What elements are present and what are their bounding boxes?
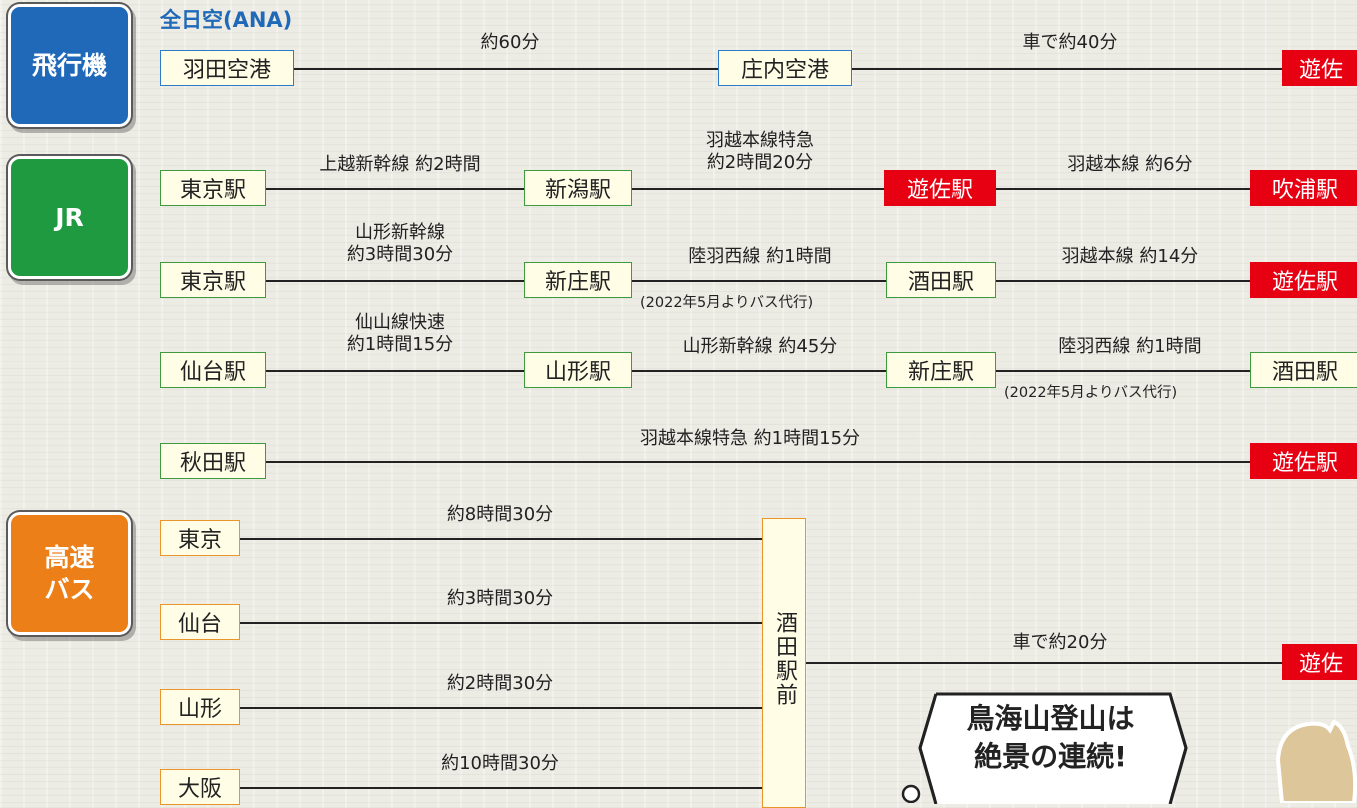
bubble-text: 鳥海山登山は 絶景の連続! [966,702,1135,773]
route-line [266,188,524,190]
time-label: 山形新幹線 約3時間30分 [346,222,454,265]
station-shinjo: 新庄駅 [524,262,632,298]
time-label: 羽越本線 約14分 [1061,246,1199,267]
category-bus: 高速 バス [8,512,131,635]
bus-origin-sendai: 仙台 [160,604,240,640]
station-shonai-airport: 庄内空港 [718,50,852,86]
route-line [266,370,524,372]
route-line [996,370,1250,372]
bubble-tail-dot [901,784,921,803]
category-plane: 飛行機 [8,4,131,127]
destination-yuza: 遊佐 [1282,644,1357,680]
destination-yuza-station: 遊佐駅 [1250,262,1357,298]
route-line [240,787,762,789]
time-label: 羽越本線 約6分 [1067,154,1193,175]
category-jr: JR [8,156,131,279]
bus-origin-tokyo: 東京 [160,520,240,556]
time-label: 約2時間30分 [446,673,554,694]
bus-substitute-note: (2022年5月よりバス代行) [640,295,814,311]
time-label: 仙山線快速 約1時間15分 [346,312,454,355]
station-tokyo: 東京駅 [160,262,266,298]
time-label: 約60分 [480,32,540,53]
station-tokyo: 東京駅 [160,170,266,206]
time-label: 羽越本線特急 約1時間15分 [639,428,861,449]
station-akita: 秋田駅 [160,443,266,479]
station-sakata: 酒田駅 [1250,352,1357,388]
route-line [266,280,524,282]
route-line [266,461,1250,463]
route-line [632,280,886,282]
destination-yuza: 遊佐 [1282,50,1357,86]
time-label: 約10時間30分 [441,753,559,774]
speech-bubble [918,692,1188,804]
station-sakata: 酒田駅 [886,262,996,298]
route-line [294,68,718,70]
carrier-label: 全日空(ANA) [160,8,293,32]
time-label: 山形新幹線 約45分 [682,336,838,357]
time-label: 上越新幹線 約2時間 [319,154,481,175]
station-yuza: 遊佐駅 [884,170,996,206]
route-line [806,662,1282,664]
bus-origin-osaka: 大阪 [160,769,240,805]
route-line [852,68,1282,70]
time-label: 約8時間30分 [446,504,554,525]
time-label: 車で約20分 [1012,632,1108,653]
bus-substitute-note: (2022年5月よりバス代行) [1004,385,1178,401]
time-label: 約3時間30分 [446,588,554,609]
bus-hub-sakata-ekimae: 酒田駅前 [762,518,806,808]
route-line [632,370,886,372]
time-label: 陸羽西線 約1時間 [688,246,832,267]
station-shinjo: 新庄駅 [886,352,996,388]
station-haneda: 羽田空港 [160,50,294,86]
time-label: 陸羽西線 約1時間 [1058,336,1202,357]
time-label: 羽越本線特急 約2時間20分 [706,130,814,173]
route-line [996,188,1250,190]
station-yamagata: 山形駅 [524,352,632,388]
route-line [240,707,762,709]
route-line [632,188,884,190]
destination-yuza-station: 遊佐駅 [1250,443,1357,479]
station-sendai: 仙台駅 [160,352,266,388]
bus-origin-yamagata: 山形 [160,689,240,725]
station-niigata: 新潟駅 [524,170,632,206]
route-line [996,280,1250,282]
route-line [240,622,762,624]
route-line [240,538,762,540]
mascot-illustration [1275,720,1357,803]
time-label: 車で約40分 [1022,32,1118,53]
destination-fukura: 吹浦駅 [1250,170,1357,206]
